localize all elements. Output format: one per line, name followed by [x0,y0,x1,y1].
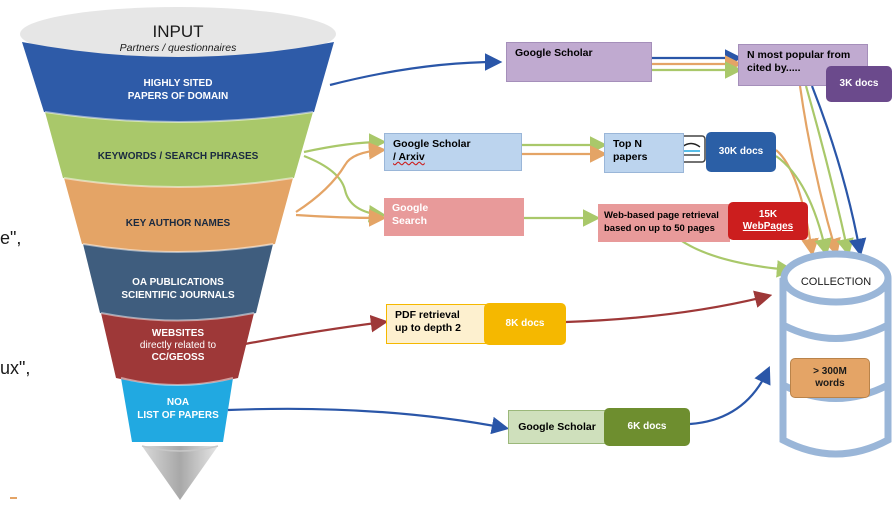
arrow-6k-to-coll [689,366,771,426]
words-300m-badge: > 300M words [790,358,870,398]
google-search-box: Google Search [384,198,524,236]
pdf-retrieval-box: PDF retrieval up to depth 2 [386,304,486,344]
arrow-author-to-search [295,209,387,227]
google-scholar-bottom-box: Google Scholar [508,410,606,444]
band-label-oa: OA PUBLICATIONS SCIENTIFIC JOURNALS [121,277,235,301]
band-label-websites: WEBSITES directly related to CC/GEOSS [139,328,217,363]
band-label-author: KEY AUTHOR NAMES [125,218,231,229]
docs-6k-pill: 6K docs [604,408,690,446]
arrow-kw-to-search [303,154,387,223]
band-label-keywords: KEYWORDS / SEARCH PHRASES [97,151,259,162]
arrow-popular-to-coll-1 [798,85,841,257]
left-fragment-1: e", [0,228,22,248]
docs-30k-pill: 30K docs [706,132,776,172]
docs-8k-pill: 8K docs [484,303,566,345]
arrow-noa-to-gs [227,407,510,435]
band-label-noa: NOA LIST OF PAPERS [137,397,219,421]
band-author [64,178,293,252]
arrow-sited-to-gs [329,53,503,87]
band-keywords [45,112,313,187]
collection-title: COLLECTION [800,276,872,288]
web-retrieval-box: Web-based page retrieval based on up to … [598,204,730,242]
arrow-30k-to-coll-1 [775,149,819,257]
band-websites [101,313,254,385]
funnel-bands [22,42,334,446]
docs-3k-pill: 3K docs [826,66,892,102]
band-highly-sited [22,42,334,122]
left-fragment-2: ux", [0,358,31,378]
band-noa [121,378,233,446]
arrow-popular-to-coll-2 [804,85,854,257]
band-oa [83,244,273,321]
google-scholar-top-box: Google Scholar [506,42,652,82]
arrow-8k-to-coll [565,290,773,324]
funnel-title: INPUT [152,22,204,41]
corner-mark [10,497,17,499]
band-label-highly-sited: HIGHLY SITED PAPERS OF DOMAIN [127,78,229,102]
arrow-30k-to-coll-2 [775,155,832,257]
top-n-papers-box: Top N papers [604,133,684,173]
arrows [227,49,867,435]
google-scholar-arxiv-box: Google Scholar / Arxiv [384,133,522,171]
webpages-15k-pill: 15K WebPages [728,202,808,240]
arrow-popular-to-coll-3 [810,85,867,257]
arrow-author-to-arxiv [295,142,387,213]
funnel-top [20,7,336,61]
funnel-subtitle: Partners / questionnaires [119,42,237,54]
arrow-web-to-pdf [244,314,389,346]
funnel-tip [142,446,218,500]
